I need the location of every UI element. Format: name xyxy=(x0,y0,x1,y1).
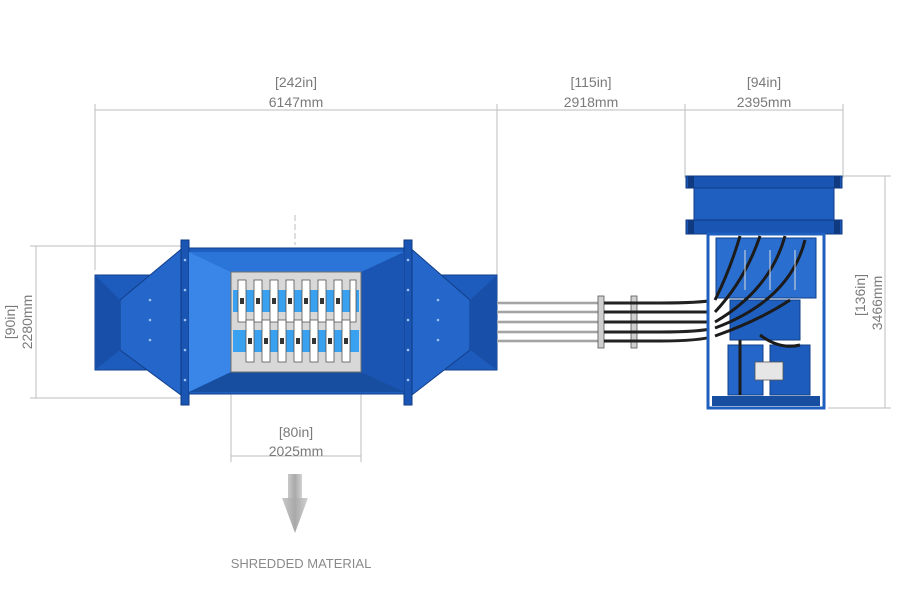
dim-hose-mm: 2918mm xyxy=(564,94,618,110)
power-unit xyxy=(685,175,843,410)
dim-hose-in: [115in] xyxy=(571,74,612,90)
dim-power-height-in: [136in] xyxy=(852,274,868,316)
dim-shredder-height-in: [90in] xyxy=(2,305,18,339)
dim-chamber-in: [80in] xyxy=(279,424,313,440)
output-label: SHREDDED MATERIAL xyxy=(231,556,372,571)
dim-overall-in: [242in] xyxy=(275,74,317,90)
cutting-chamber xyxy=(230,271,362,373)
dim-chamber-mm: 2025mm xyxy=(269,443,323,459)
dimension-lines xyxy=(30,104,891,462)
hydraulic-hoses xyxy=(497,295,716,349)
dim-power-height-mm: 3466mm xyxy=(869,276,885,330)
shredder-unit xyxy=(94,239,498,406)
dim-overall-mm: 6147mm xyxy=(269,94,323,110)
dim-power-width-in: [94in] xyxy=(747,74,781,90)
output-arrow-icon xyxy=(282,474,308,533)
dim-power-width-mm: 2395mm xyxy=(737,94,791,110)
dim-shredder-height-mm: 2280mm xyxy=(19,295,35,349)
